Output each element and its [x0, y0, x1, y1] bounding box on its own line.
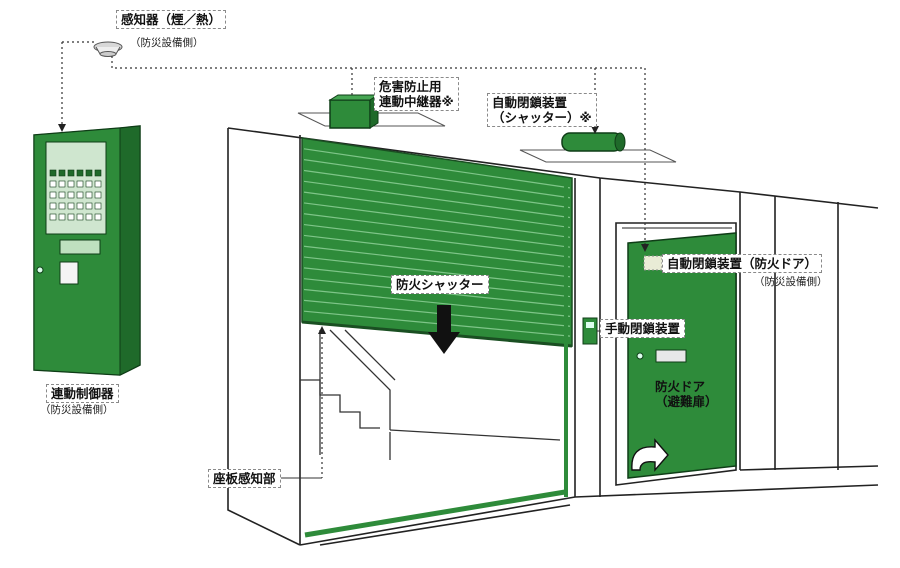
fire-door-label: 防火ドア （避難扉）: [651, 378, 722, 410]
fire-door-label-line2: （避難扉）: [655, 394, 718, 409]
panel-key: [58, 191, 66, 199]
panel-key: [76, 169, 84, 177]
relay-label: 危害防止用 連動中継器※: [374, 77, 459, 111]
panel-key: [49, 191, 57, 199]
panel-key: [76, 191, 84, 199]
curved-arrow-icon: [631, 438, 669, 472]
panel-key: [49, 169, 57, 177]
shutter-slat: [303, 256, 571, 288]
door-closer-label: 自動閉鎖装置（防火ドア）: [662, 254, 823, 273]
leader-lines: [210, 330, 600, 479]
panel-key: [85, 169, 93, 177]
panel-key: [94, 202, 102, 210]
relay-label-line1: 危害防止用: [379, 79, 442, 94]
manual-closer-label: 手動閉鎖装置: [600, 319, 686, 338]
control-panel-note: （防災設備側）: [40, 404, 114, 416]
panel-key: [85, 213, 93, 221]
panel-key: [94, 169, 102, 177]
shutter-closer-label-line1: 自動閉鎖装置: [492, 95, 568, 110]
shutter-slat: [303, 213, 571, 248]
stairs: [299, 329, 561, 470]
shutter-slat: [303, 148, 571, 189]
manual-closer-device: [582, 317, 598, 345]
panel-key: [85, 191, 93, 199]
panel-key: [67, 169, 75, 177]
fire-door-label-line1: 防火ドア: [655, 379, 706, 394]
panel-key: [94, 191, 102, 199]
panel-key: [76, 213, 84, 221]
panel-key: [76, 180, 84, 188]
fire-shutter: [301, 137, 573, 348]
panel-key: [49, 202, 57, 210]
panel-key: [76, 202, 84, 210]
floor-sensor-label: 座板感知部: [208, 469, 281, 488]
floor-sensor-edge: [304, 489, 566, 538]
smoke-detector-icon: [93, 41, 123, 57]
arrowheads: [58, 124, 649, 334]
detector-note: （防災設備側）: [130, 37, 204, 49]
relay-box: [328, 94, 380, 129]
panel-key: [58, 213, 66, 221]
panel-key: [67, 202, 75, 210]
shutter-closer-label: 自動閉鎖装置 （シャッター）※: [487, 93, 597, 127]
shutter-slat: [303, 169, 571, 209]
panel-key: [49, 180, 57, 188]
arrow-down-icon: [428, 305, 460, 354]
door-closer-note: （防災設備側）: [754, 276, 828, 288]
shutter-closer-label-line2: （シャッター）※: [492, 110, 592, 125]
shutter-slat: [303, 202, 571, 238]
panel-key: [94, 180, 102, 188]
control-panel-label: 連動制御器: [46, 384, 119, 403]
shutter-slat: [303, 288, 571, 317]
panel-key: [85, 202, 93, 210]
shutter-slat: [303, 159, 571, 199]
shutter-label: 防火シャッター: [391, 275, 489, 294]
shutter-slat: [303, 223, 571, 258]
panel-key: [58, 180, 66, 188]
shutter-slat: [303, 245, 571, 278]
panel-key: [49, 213, 57, 221]
shutter-slat: [303, 191, 571, 229]
panel-key: [58, 202, 66, 210]
panel-key: [67, 213, 75, 221]
shutter-slat: [303, 180, 571, 219]
relay-label-line2: 連動中継器※: [379, 94, 454, 109]
shutter-closer-device: [561, 132, 626, 152]
panel-key: [94, 213, 102, 221]
panel-key: [67, 180, 75, 188]
panel-key: [85, 180, 93, 188]
panel-key: [58, 169, 66, 177]
shutter-slat: [303, 234, 571, 268]
detector-label: 感知器（煙／熱）: [116, 10, 227, 29]
panel-key: [67, 191, 75, 199]
fire-door: [615, 222, 737, 486]
control-panel: [33, 125, 141, 376]
